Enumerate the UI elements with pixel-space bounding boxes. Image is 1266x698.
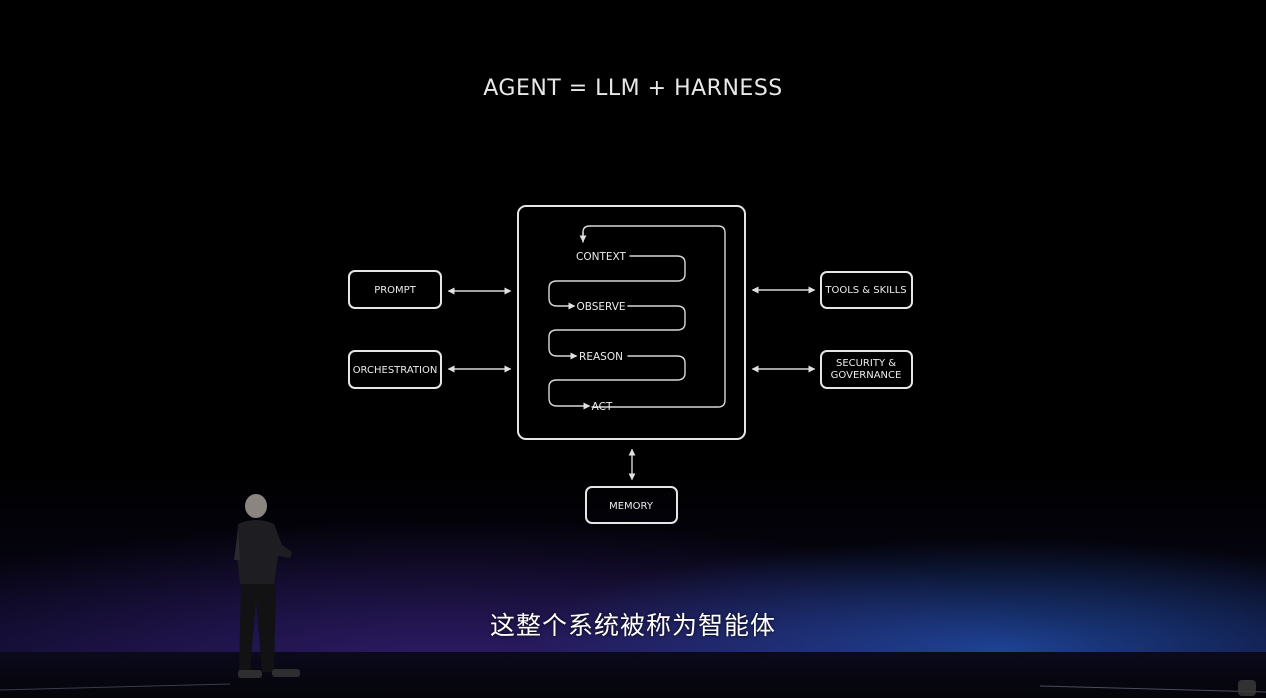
agent-loop-path [582,225,726,408]
loop-connector-1 [548,255,686,310]
stage-floor [0,652,1266,698]
security-governance-box [820,350,913,389]
screen-capture-icon[interactable] [1238,680,1256,696]
slide-title: AGENT = LLM + HARNESS [483,76,783,101]
orchestration-label: ORCHESTRATION [353,365,438,376]
presenter-figure [234,494,300,678]
prompt-label: PROMPT [374,285,417,296]
security-label: SECURITY & [836,358,896,369]
loop-connector-3 [548,355,686,410]
loop-step-reason: REASON [579,351,623,363]
loop-connector-2 [548,305,686,360]
memory-label: MEMORY [609,501,654,512]
orchestration-box [348,350,442,389]
stage-edge-right [1039,685,1266,693]
memory-box [585,486,678,524]
loop-step-observe: OBSERVE [576,301,625,313]
governance-label: GOVERNANCE [831,370,902,381]
tools-skills-box [820,271,913,309]
tools-skills-label: TOOLS & SKILLS [824,285,906,296]
stage-edge-left [0,683,231,691]
loop-step-act: ACT [592,401,613,413]
loop-step-context: CONTEXT [576,251,627,263]
prompt-box [348,270,442,309]
harness-box [517,205,746,440]
subtitle-caption: 这整个系统被称为智能体 [489,611,776,640]
